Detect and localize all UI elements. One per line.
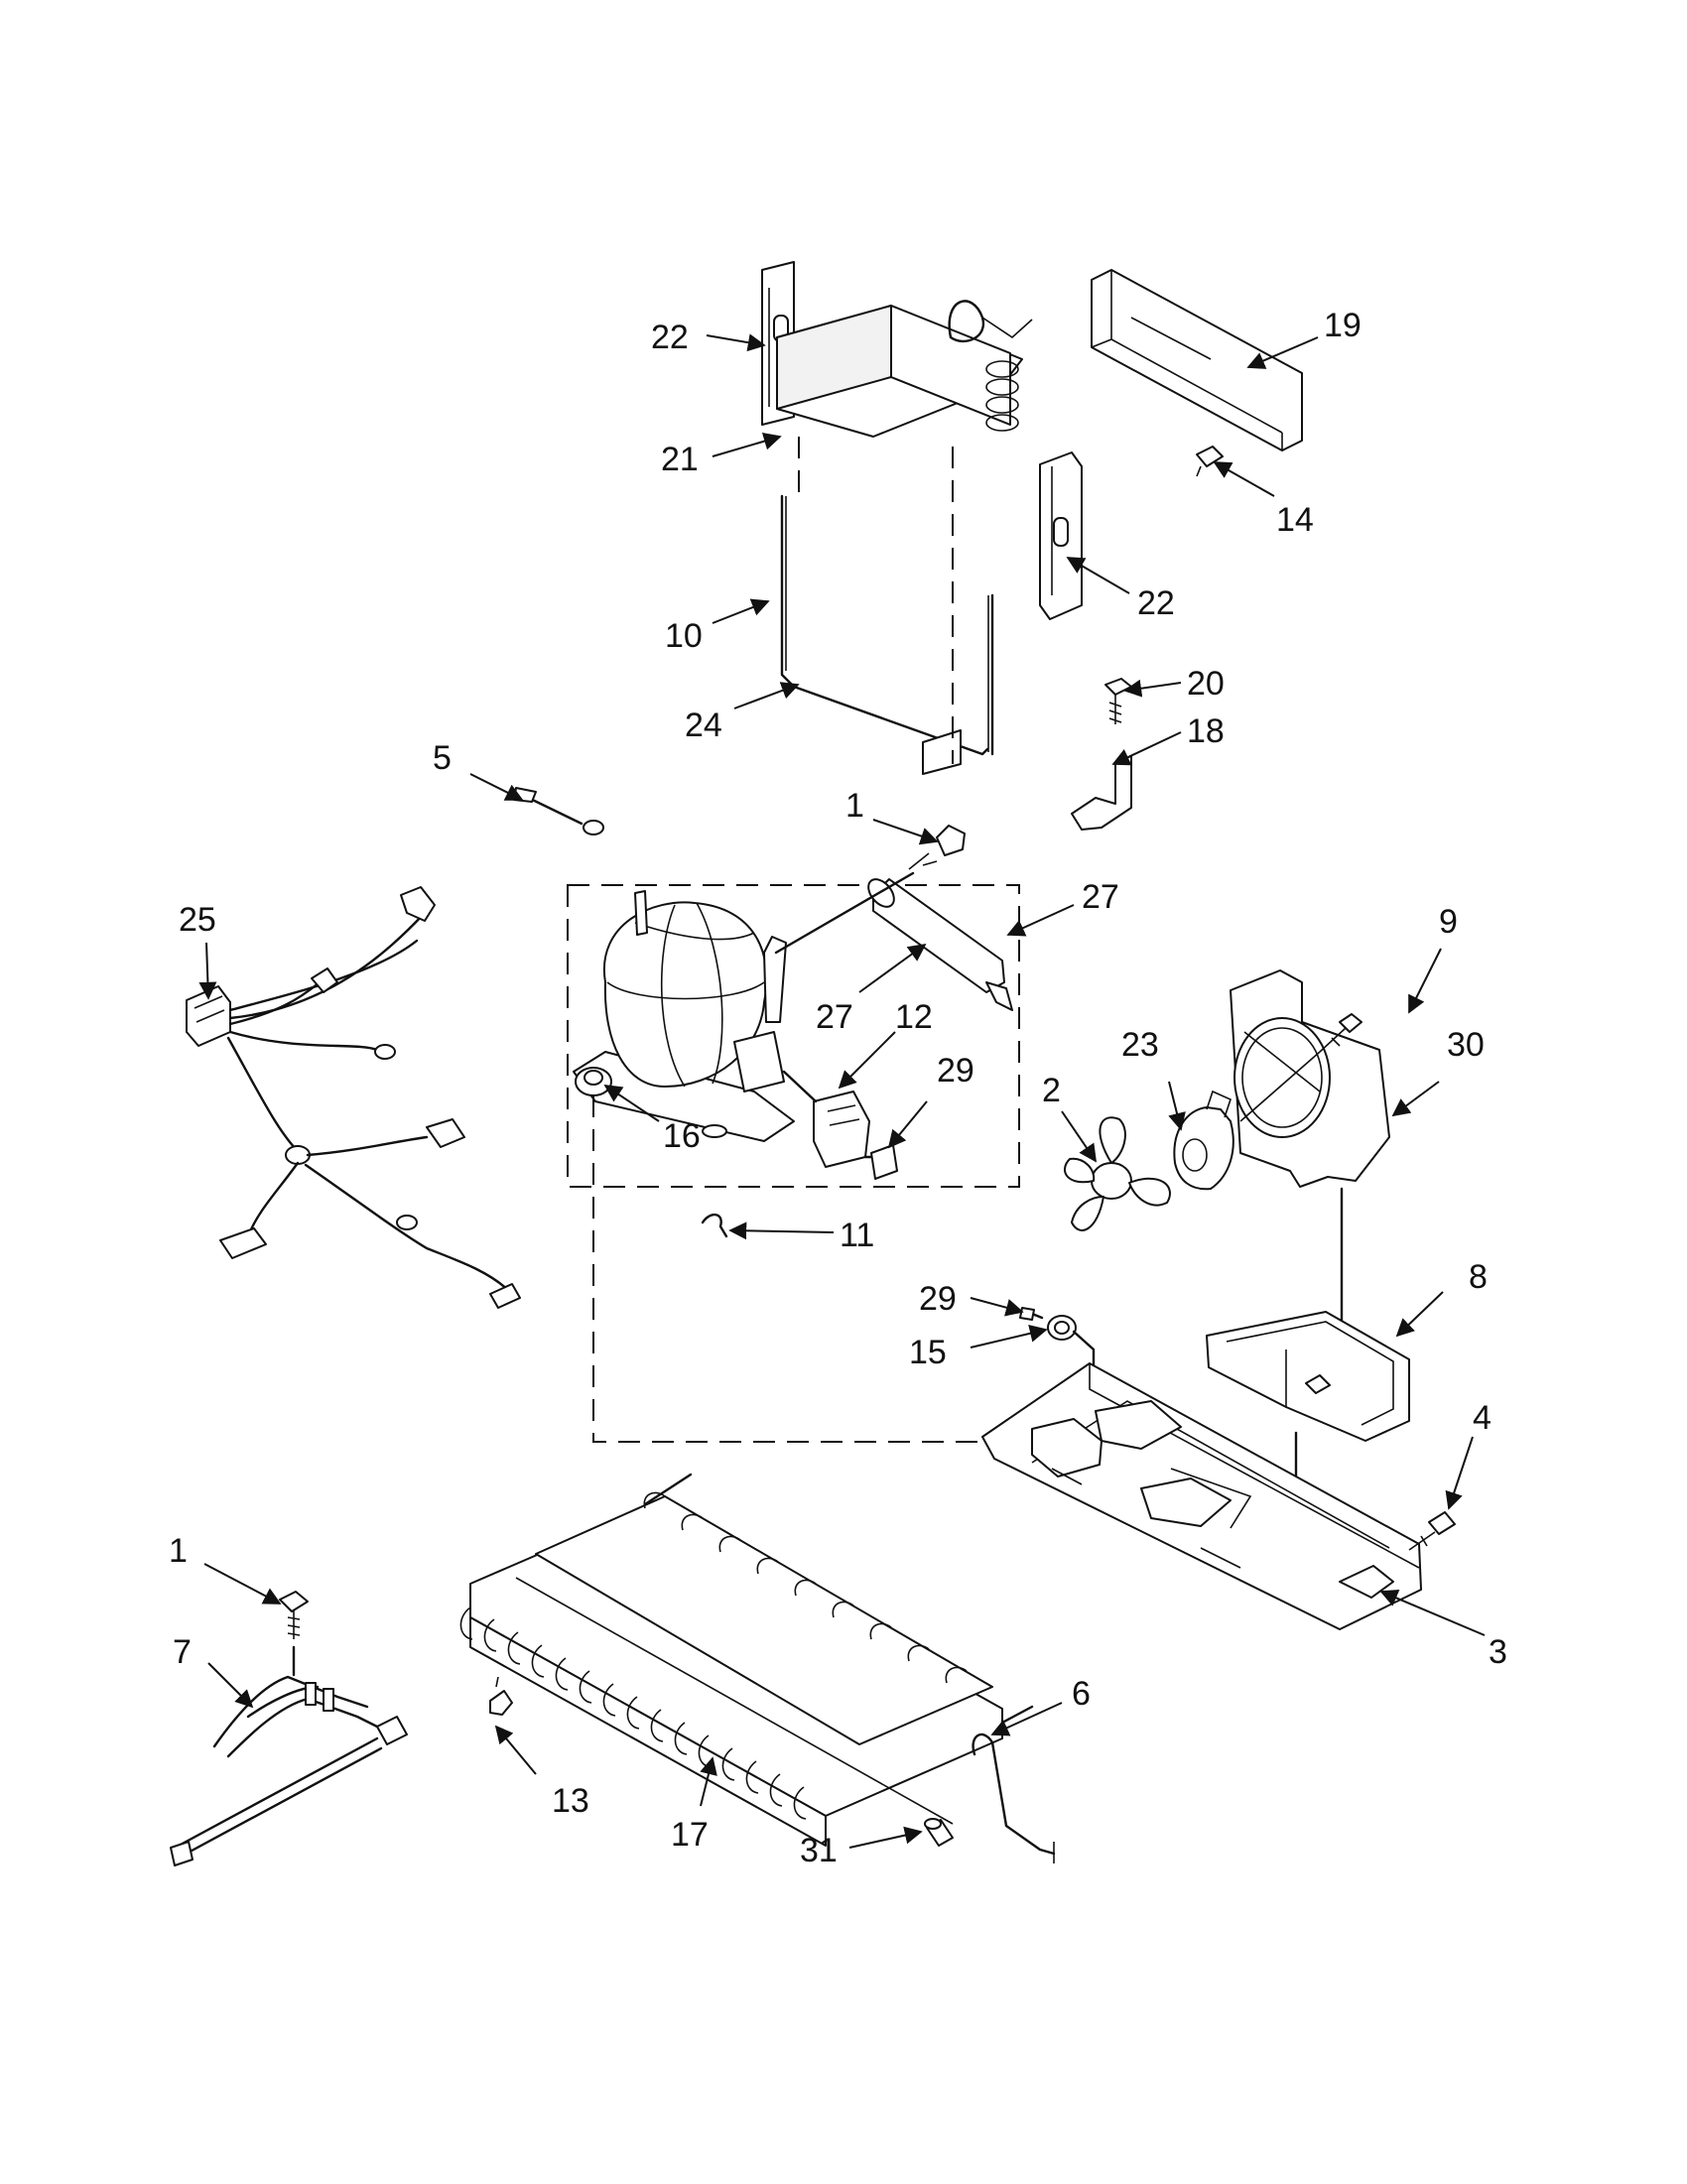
compressor-assembly <box>573 825 1013 1180</box>
callout-1-bottom: 1 <box>169 1532 188 1570</box>
callout-4: 4 <box>1473 1399 1492 1437</box>
callout-6: 6 <box>1072 1675 1091 1713</box>
callout-25: 25 <box>179 901 216 939</box>
grommet-and-thermistor <box>1019 1307 1096 1367</box>
callout-16: 16 <box>663 1117 701 1155</box>
callout-8: 8 <box>1469 1258 1488 1296</box>
callout-3: 3 <box>1489 1633 1507 1671</box>
grommet-guide-line <box>592 1095 1002 1443</box>
callout-12: 12 <box>895 998 933 1036</box>
callout-5: 5 <box>433 739 452 777</box>
callout-19: 19 <box>1324 307 1362 344</box>
callout-9: 9 <box>1439 903 1458 941</box>
ground-wire <box>513 787 604 835</box>
evaporator-assembly <box>761 261 1083 775</box>
callout-10: 10 <box>665 617 703 655</box>
callout-30: 30 <box>1447 1026 1485 1064</box>
callout-15: 15 <box>909 1334 947 1371</box>
callout-22-left: 22 <box>651 319 689 356</box>
callout-24: 24 <box>685 707 722 744</box>
callout-14: 14 <box>1276 501 1314 539</box>
callout-11: 11 <box>840 1217 874 1254</box>
condenser-fan-assembly <box>1064 969 1390 1330</box>
screw <box>1408 1511 1456 1551</box>
callout-17: 17 <box>671 1816 709 1854</box>
compressor-group-box <box>567 884 1020 1188</box>
wire-harness <box>186 886 521 1309</box>
callout-13: 13 <box>552 1782 589 1820</box>
callout-labels: 22 21 19 14 22 10 24 20 18 5 1 27 25 27 … <box>169 307 1507 1869</box>
callout-18: 18 <box>1187 712 1225 750</box>
callout-31: 31 <box>800 1832 838 1869</box>
clip <box>701 1214 728 1238</box>
condenser-coil <box>459 1473 1034 1847</box>
callout-21: 21 <box>661 441 699 478</box>
callout-27-right: 27 <box>1082 878 1119 916</box>
base-pan <box>981 1362 1422 1630</box>
callout-2: 2 <box>1042 1072 1061 1109</box>
callout-23: 23 <box>1121 1026 1159 1064</box>
callout-7: 7 <box>173 1633 192 1671</box>
evaporator-cover <box>1091 269 1303 477</box>
callout-leaders <box>198 333 1486 1849</box>
clip-13 <box>489 1676 513 1716</box>
callout-27-drier: 27 <box>816 998 853 1036</box>
heater-assembly <box>170 1591 408 1866</box>
callout-20: 20 <box>1187 665 1225 703</box>
callout-29-bottom: 29 <box>919 1280 957 1318</box>
screw-and-bracket <box>1071 678 1132 831</box>
callout-29-top: 29 <box>937 1052 974 1090</box>
tube-6 <box>972 1733 1056 1856</box>
callout-1-top: 1 <box>845 787 864 825</box>
callout-22-right: 22 <box>1137 584 1175 622</box>
sleeve-31 <box>924 1818 954 1847</box>
